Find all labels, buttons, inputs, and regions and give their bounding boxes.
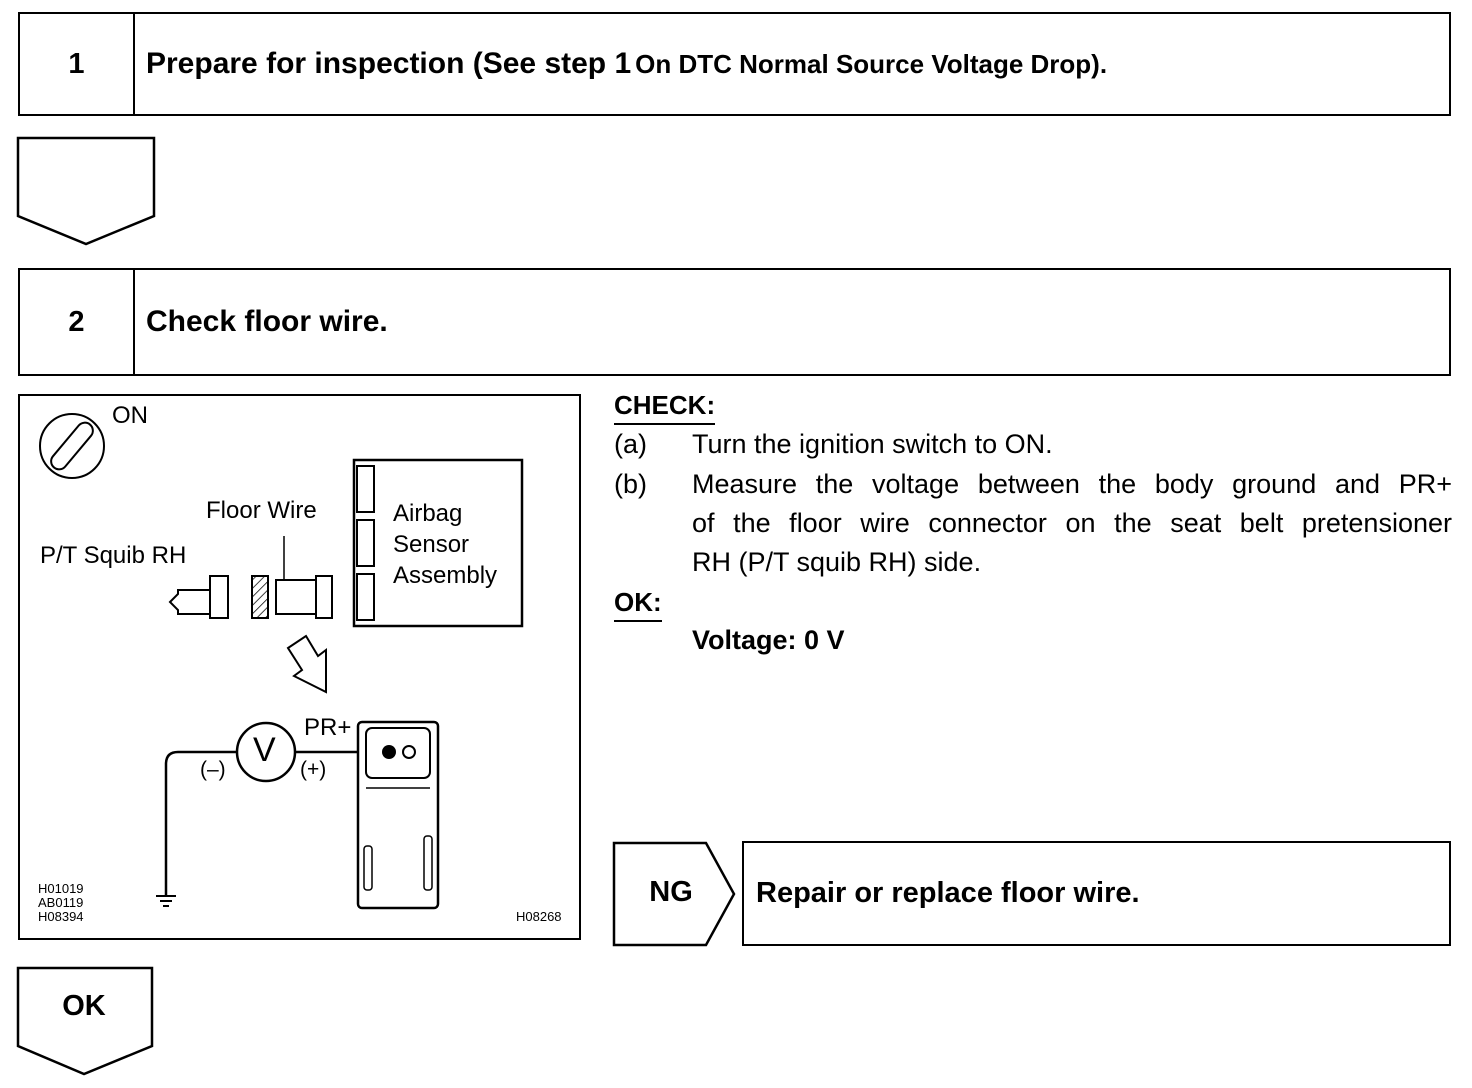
airbag-sensor-icon	[352, 458, 524, 628]
figure-code: H08268	[516, 909, 562, 924]
step-1-title-tail: On DTC Normal Source Voltage Drop).	[635, 48, 1108, 79]
floor-wire-connector-icon	[251, 536, 333, 619]
step-2-title: Check floor wire.	[146, 305, 388, 338]
check-item-b-line1: Measure the voltage between the body gro…	[692, 469, 1452, 499]
step-1-number: 1	[20, 14, 135, 114]
ok-tag-label: OK	[62, 990, 106, 1022]
terminal-label: PR+	[304, 714, 352, 741]
positive-label: (+)	[300, 758, 327, 781]
squib-connector-icon	[168, 575, 229, 619]
step-2-box: 2 Check floor wire.	[18, 268, 1451, 376]
ng-tag-shape	[612, 841, 736, 947]
flow-down-arrow-ok	[16, 966, 154, 1076]
check-item-b-line2: of the floor wire connector on the seat …	[692, 508, 1452, 538]
voltmeter-symbol: V	[253, 731, 276, 769]
ok-spec: Voltage: 0 V	[692, 625, 845, 655]
sensor-label-line1: Airbag	[393, 500, 463, 527]
squib-label: P/T Squib RH	[40, 542, 187, 569]
pretensioner-connector-icon	[356, 720, 440, 910]
ignition-on-label: ON	[112, 402, 148, 429]
check-item-b-line3: RH (P/T squib RH) side.	[692, 547, 982, 577]
ng-tag-label: NG	[649, 876, 693, 908]
ref-code-2: AB0119	[38, 895, 84, 910]
ref-code-3: H08394	[38, 909, 84, 924]
wiring-diagram	[39, 413, 524, 910]
voltmeter-circuit	[164, 721, 388, 896]
flow-down-arrow-1	[16, 136, 156, 246]
step-2-number: 2	[20, 270, 135, 374]
check-item-a-text: Turn the ignition switch to ON.	[692, 429, 1053, 459]
check-item-b-marker: (b)	[614, 469, 647, 499]
step-1-title-main: Prepare for inspection (See step 1	[146, 47, 632, 80]
negative-label: (–)	[200, 758, 226, 781]
floor-wire-label: Floor Wire	[206, 497, 317, 524]
down-arrow-icon	[286, 634, 327, 694]
wiring-figure: ON Floor Wire P/T Squib RH Airbag Sensor…	[18, 394, 581, 940]
ok-heading: OK:	[614, 587, 662, 622]
sensor-label-line2: Sensor	[393, 531, 470, 558]
sensor-label-line3: Assembly	[393, 562, 498, 589]
ng-action-box: Repair or replace floor wire.	[742, 841, 1451, 946]
step-1-box: 1 Prepare for inspection (See step 1 On …	[18, 12, 1451, 116]
ref-code-1: H01019	[38, 881, 84, 896]
ignition-switch-icon	[39, 413, 105, 479]
check-heading: CHECK:	[614, 390, 716, 425]
ground-symbol-icon	[156, 895, 176, 907]
check-item-a-marker: (a)	[614, 429, 647, 459]
step-1-title: Prepare for inspection (See step 1 On DT…	[146, 14, 1107, 114]
